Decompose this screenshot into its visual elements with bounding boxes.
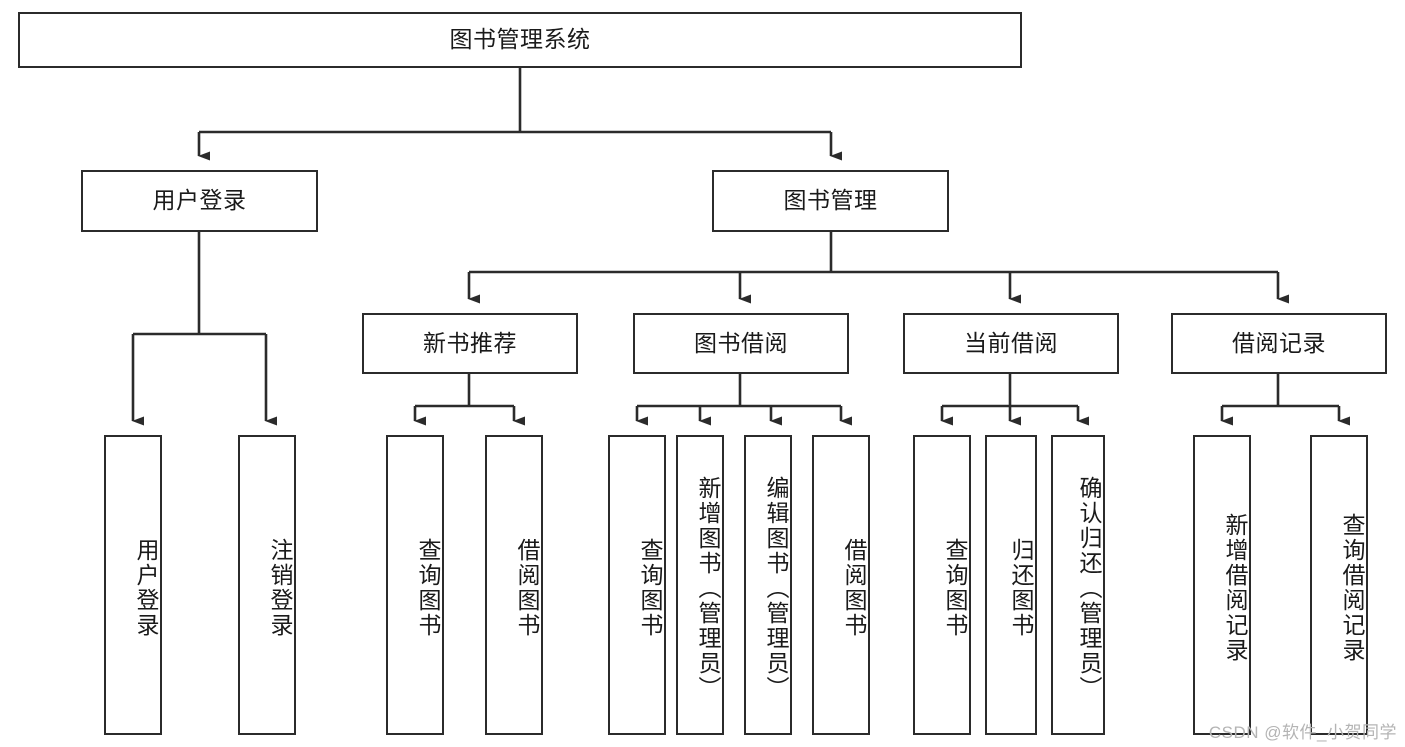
leaf-current-confirm-return-admin[interactable]: 确认归还（管理员） [1051,435,1105,735]
node-root-label: 图书管理系统 [449,26,591,53]
leaf-label: 归还图书 [1008,538,1034,638]
leaf-current-return-book[interactable]: 归还图书 [985,435,1037,735]
leaf-borrow-add-book-admin[interactable]: 新增图书（管理员） [676,435,724,735]
node-root-book-management-system[interactable]: 图书管理系统 [18,12,1022,68]
leaf-label: 用户登录 [133,538,159,638]
leaf-user-login-logout[interactable]: 注销登录 [238,435,296,735]
leaf-label: 借阅图书 [514,538,540,638]
node-book-management-label: 图书管理 [783,187,878,214]
leaf-current-query-book[interactable]: 查询图书 [913,435,971,735]
node-user-login[interactable]: 用户登录 [81,170,318,232]
leaf-borrow-query-book[interactable]: 查询图书 [608,435,666,735]
leaf-label: 查询图书 [942,538,968,638]
leaf-label: 查询图书 [637,538,663,638]
leaf-new-book-borrow[interactable]: 借阅图书 [485,435,543,735]
leaf-record-add-borrow-record[interactable]: 新增借阅记录 [1193,435,1251,735]
node-new-book-recommend-label: 新书推荐 [423,329,517,356]
node-book-borrow[interactable]: 图书借阅 [633,313,849,374]
node-book-borrow-label: 图书借阅 [694,329,788,356]
node-user-login-label: 用户登录 [152,187,247,214]
leaf-label: 新增图书（管理员） [695,475,721,701]
leaf-borrow-borrow-book[interactable]: 借阅图书 [812,435,870,735]
csdn-watermark: CSDN @软件_小贺同学 [1208,723,1397,742]
leaf-label: 注销登录 [267,538,293,638]
leaf-label: 新增借阅记录 [1222,513,1248,663]
leaf-label: 确认归还（管理员） [1076,475,1102,701]
leaf-record-query-borrow-record[interactable]: 查询借阅记录 [1310,435,1368,735]
node-new-book-recommend[interactable]: 新书推荐 [362,313,578,374]
leaf-borrow-edit-book-admin[interactable]: 编辑图书（管理员） [744,435,792,735]
leaf-label: 查询借阅记录 [1339,513,1365,663]
leaf-label: 借阅图书 [841,538,867,638]
leaf-label: 查询图书 [415,538,441,638]
node-borrow-record-label: 借阅记录 [1232,329,1326,356]
leaf-user-login-login[interactable]: 用户登录 [104,435,162,735]
leaf-label: 编辑图书（管理员） [763,475,789,701]
node-borrow-record[interactable]: 借阅记录 [1171,313,1387,374]
leaf-new-book-query[interactable]: 查询图书 [386,435,444,735]
node-current-borrow[interactable]: 当前借阅 [903,313,1119,374]
node-current-borrow-label: 当前借阅 [964,329,1058,356]
node-book-management[interactable]: 图书管理 [712,170,949,232]
